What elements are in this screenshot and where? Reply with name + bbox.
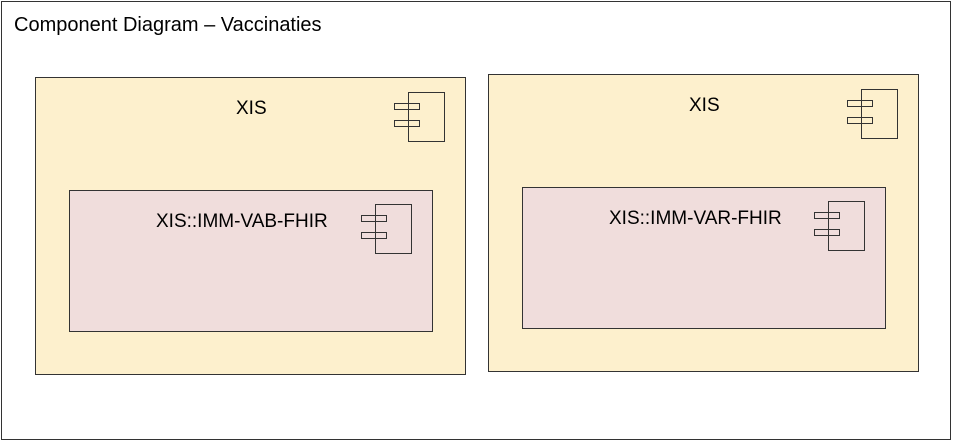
component-imm-var-fhir[interactable]: XIS::IMM-VAR-FHIR — [522, 187, 886, 329]
component-label: XIS::IMM-VAR-FHIR — [609, 208, 782, 229]
component-xis-right[interactable]: XIS XIS::IMM-VAR-FHIR — [488, 74, 919, 372]
component-label: XIS — [689, 95, 720, 116]
component-label: XIS::IMM-VAB-FHIR — [156, 211, 328, 232]
component-icon — [814, 201, 866, 253]
component-icon — [394, 92, 446, 144]
component-icon — [361, 204, 413, 256]
diagram-title: Component Diagram – Vaccinaties — [14, 14, 322, 36]
component-icon — [847, 89, 899, 141]
component-imm-vab-fhir[interactable]: XIS::IMM-VAB-FHIR — [69, 190, 433, 332]
component-label: XIS — [236, 98, 267, 119]
component-xis-left[interactable]: XIS XIS::IMM-VAB-FHIR — [35, 77, 466, 375]
